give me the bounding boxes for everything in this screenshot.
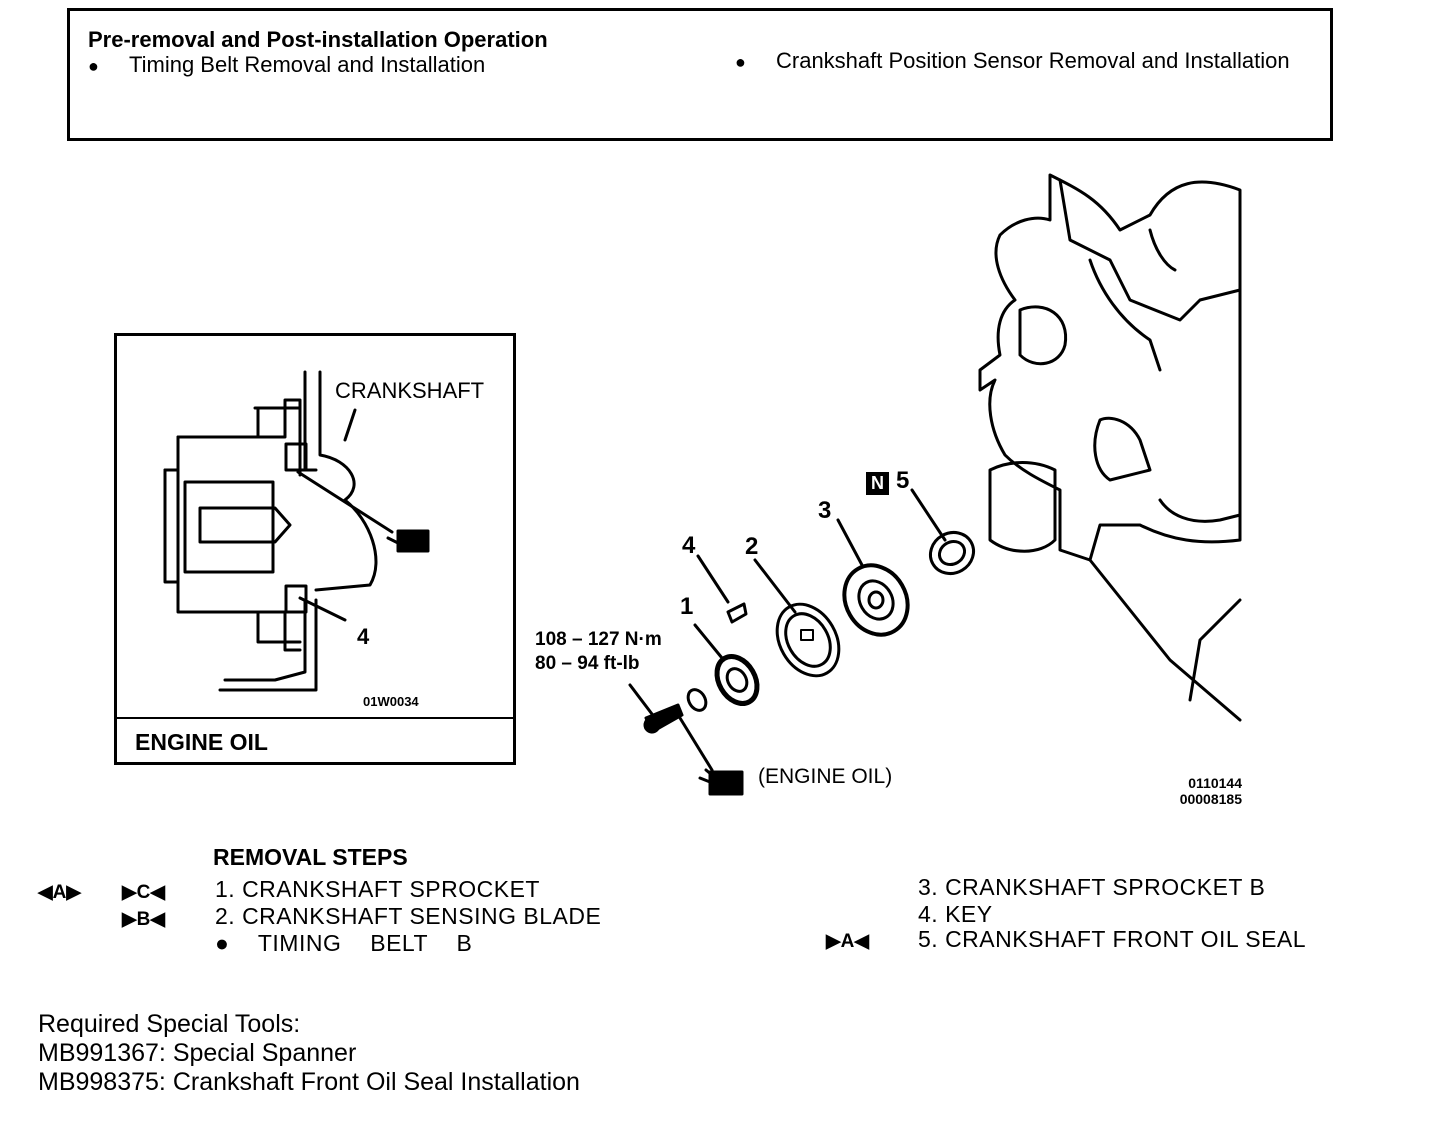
engine-detail-6: [1148, 228, 1177, 272]
engine-block-outline: [978, 173, 1242, 562]
special-tools: Required Special Tools: MB991367: Specia…: [38, 1010, 580, 1097]
step-2-install-mark: ▶B◀: [122, 909, 165, 930]
part-2-sensing-blade: [775, 602, 841, 678]
part-4-key: [726, 602, 748, 624]
step-4: 4. KEY: [918, 901, 993, 927]
leader-part-1: [693, 623, 724, 660]
inset-crankshaft-section: [163, 370, 430, 692]
engine-detail-4: [1093, 416, 1152, 482]
part-5-label: 5: [896, 467, 910, 494]
torque-ftlb: 80 – 94 ft-lb: [535, 653, 640, 674]
step-timing-belt: ● TIMING BELT B: [215, 930, 473, 956]
figure-code: 0110144 00008185: [1179, 775, 1242, 807]
part-2-label: 2: [745, 533, 759, 560]
removal-steps-title: REMOVAL STEPS: [213, 844, 408, 870]
engine-detail-1: [1058, 178, 1242, 322]
leader-engine-oil: [678, 716, 714, 772]
engine-detail-5: [1158, 498, 1242, 523]
leader-part-2: [753, 558, 797, 614]
leader-part-5: [910, 488, 947, 542]
leader-part-3: [836, 518, 864, 567]
operations-box: [67, 8, 1333, 141]
bullet-icon: ●: [88, 56, 99, 76]
leader-torque-bolt: [628, 683, 657, 720]
oil-can-icon: [698, 768, 744, 796]
part-3-label: 3: [818, 497, 832, 524]
crankshaft-label: CRANKSHAFT: [335, 378, 485, 403]
engine-lower-edge: [1088, 558, 1242, 722]
step-5-install-mark: ▶A◀: [826, 931, 869, 952]
engine-detail-2: [1088, 258, 1162, 372]
step-1: 1. CRANKSHAFT SPROCKET: [215, 876, 540, 902]
engine-oil-note: (ENGINE OIL): [758, 765, 893, 788]
step-3: 3. CRANKSHAFT SPROCKET B: [918, 874, 1266, 900]
engine-lower-edge-2: [1188, 598, 1242, 702]
operation-item-timing-belt: ● Timing Belt Removal and Installation: [88, 52, 486, 77]
tool-item: MB991367: Special Spanner: [38, 1039, 357, 1067]
bullet-icon: ●: [735, 52, 746, 72]
step-2: 2. CRANKSHAFT SENSING BLADE: [215, 903, 602, 929]
n-badge: N: [866, 468, 889, 496]
part-5-oil-seal: [928, 530, 976, 576]
engine-detail-3: [1018, 305, 1068, 366]
inset-divider: [117, 717, 513, 719]
inset-part-4-label: 4: [357, 624, 370, 649]
part-1-sprocket: [714, 654, 760, 706]
inset-detail-box: CRANKSHAFT 4 01W0034 ENGINE OIL: [114, 333, 516, 765]
step-1-removal-mark: ◀A▶: [38, 882, 81, 903]
leader-part-4: [696, 554, 730, 604]
engine-oil-filter: [988, 461, 1057, 553]
part-1-label: 1: [680, 593, 694, 620]
operations-title: Pre-removal and Post-installation Operat…: [88, 27, 548, 52]
part-3-sprocket-b: [842, 563, 910, 637]
part-4-label: 4: [682, 532, 696, 559]
inset-figure-code: 01W0034: [363, 694, 419, 709]
torque-nm: 108 – 127 N·m: [535, 629, 662, 650]
tool-item: MB998375: Crankshaft Front Oil Seal Inst…: [38, 1068, 580, 1096]
step-1-install-mark: ▶C◀: [122, 882, 165, 903]
operation-item-crank-sensor: ● Crankshaft Position Sensor Removal and…: [735, 48, 1290, 73]
engine-oil-label: ENGINE OIL: [135, 729, 268, 755]
special-tools-title: Required Special Tools:: [38, 1010, 301, 1038]
washer: [686, 688, 708, 712]
torque-spec: 108 – 127 N·m 80 – 94 ft-lb: [535, 628, 662, 676]
step-5: 5. CRANKSHAFT FRONT OIL SEAL: [918, 926, 1307, 952]
